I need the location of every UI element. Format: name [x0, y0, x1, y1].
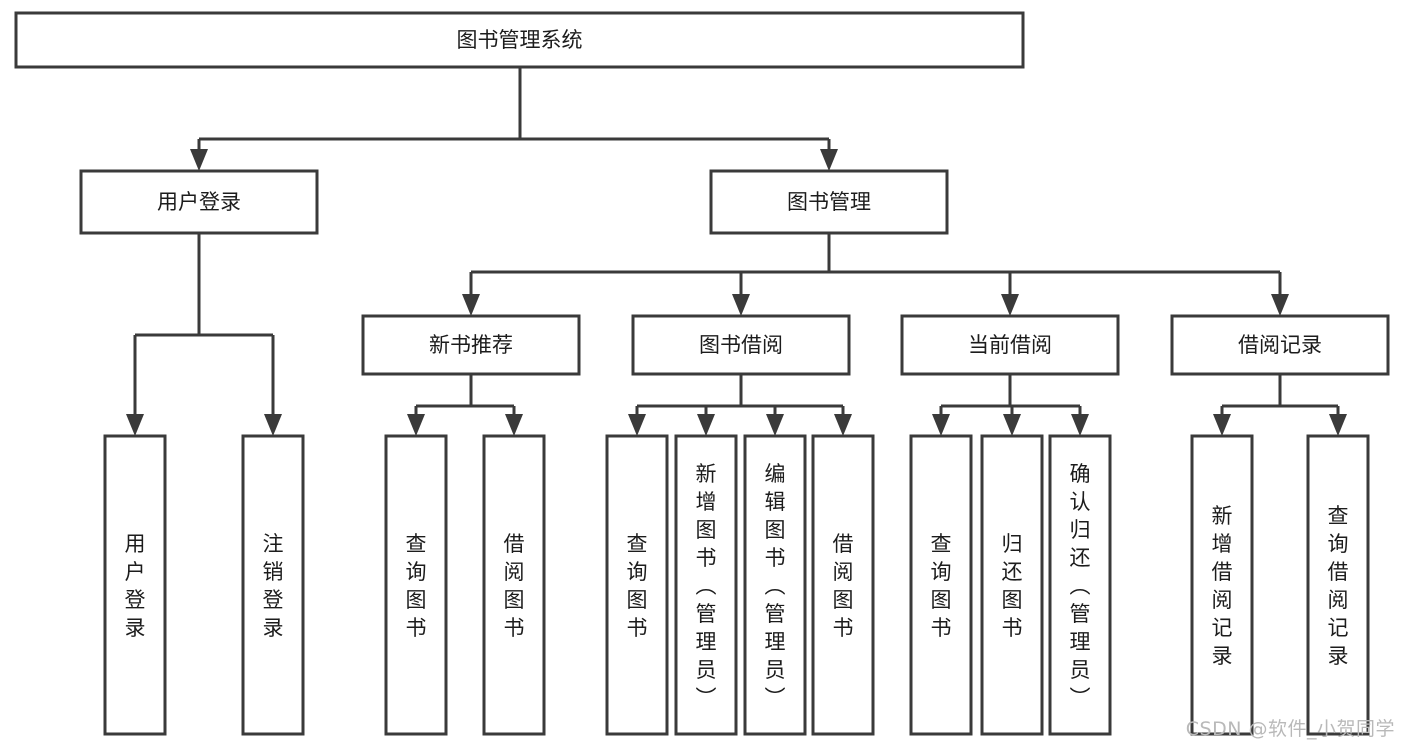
- arrow-head-icon: [732, 294, 750, 316]
- node-label-leaf-borrow-book-1: 借阅图书: [504, 532, 525, 640]
- node-label-new-book-recommend: 新书推荐: [429, 333, 513, 357]
- node-box-leaf-add-book: [674, 434, 738, 736]
- arrow-head-icon: [264, 414, 282, 436]
- connector-bookborrow-to-leaves: [628, 374, 852, 436]
- node-label-leaf-edit-book: 编辑图书︵管理员︶: [765, 462, 786, 710]
- arrow-head-icon: [932, 414, 950, 436]
- connector-layer: [126, 67, 1347, 436]
- node-box-leaf-borrow-book-1: [482, 434, 546, 736]
- arrow-head-icon: [407, 414, 425, 436]
- node-current-borrow[interactable]: 当前借阅: [900, 314, 1120, 376]
- arrow-head-icon: [1071, 414, 1089, 436]
- arrow-head-icon: [834, 414, 852, 436]
- node-leaf-query-book-1[interactable]: 查询图书: [384, 434, 448, 736]
- node-label-book-borrow: 图书借阅: [699, 333, 783, 357]
- connector-currentborrow-to-leaves: [932, 374, 1089, 436]
- node-box-leaf-edit-book: [743, 434, 807, 736]
- node-leaf-return-book[interactable]: 归还图书: [980, 434, 1044, 736]
- arrow-head-icon: [1213, 414, 1231, 436]
- node-box-borrow-record: [1170, 314, 1390, 376]
- node-leaf-edit-book[interactable]: 编辑图书︵管理员︶: [743, 434, 807, 736]
- node-box-leaf-query-book-3: [909, 434, 973, 736]
- node-label-leaf-return-book: 归还图书: [1002, 532, 1023, 640]
- node-new-book-recommend[interactable]: 新书推荐: [361, 314, 581, 376]
- node-leaf-add-book[interactable]: 新增图书︵管理员︶: [674, 434, 738, 736]
- arrow-head-icon: [820, 149, 838, 171]
- connector-root-to-level2: [190, 67, 838, 171]
- arrow-head-icon: [1271, 294, 1289, 316]
- arrow-head-icon: [697, 414, 715, 436]
- node-leaf-borrow-book-1[interactable]: 借阅图书: [482, 434, 546, 736]
- arrow-head-icon: [462, 294, 480, 316]
- arrow-head-icon: [505, 414, 523, 436]
- node-label-leaf-user-login: 用户登录: [125, 532, 146, 640]
- node-label-leaf-borrow-book-2: 借阅图书: [833, 532, 854, 640]
- node-layer: 图书管理系统用户登录图书管理新书推荐图书借阅当前借阅借阅记录用户登录注销登录查询…: [14, 11, 1390, 736]
- node-box-leaf-query-book-2: [605, 434, 669, 736]
- node-label-user-login: 用户登录: [157, 190, 241, 214]
- node-box-leaf-query-record: [1306, 434, 1370, 736]
- node-label-root: 图书管理系统: [457, 28, 583, 52]
- node-leaf-borrow-book-2[interactable]: 借阅图书: [811, 434, 875, 736]
- arrow-head-icon: [1001, 294, 1019, 316]
- node-label-leaf-query-record: 查询借阅记录: [1328, 504, 1349, 668]
- node-box-book-borrow: [631, 314, 851, 376]
- node-label-leaf-query-book-1: 查询图书: [406, 532, 427, 640]
- node-box-leaf-add-record: [1190, 434, 1254, 736]
- node-box-leaf-borrow-book-2: [811, 434, 875, 736]
- node-label-leaf-query-book-3: 查询图书: [931, 532, 952, 640]
- connector-newbook-to-leaves: [407, 374, 523, 436]
- node-root[interactable]: 图书管理系统: [14, 11, 1025, 69]
- node-label-leaf-confirm-return: 确认归还︵管理员︶: [1070, 462, 1091, 710]
- node-book-manage[interactable]: 图书管理: [709, 169, 949, 235]
- node-user-login[interactable]: 用户登录: [79, 169, 319, 235]
- node-leaf-query-book-3[interactable]: 查询图书: [909, 434, 973, 736]
- node-label-book-manage: 图书管理: [787, 190, 871, 214]
- node-label-leaf-logout: 注销登录: [263, 532, 284, 640]
- node-leaf-query-book-2[interactable]: 查询图书: [605, 434, 669, 736]
- arrow-head-icon: [1329, 414, 1347, 436]
- arrow-head-icon: [126, 414, 144, 436]
- node-box-book-manage: [709, 169, 949, 235]
- node-leaf-add-record[interactable]: 新增借阅记录: [1190, 434, 1254, 736]
- node-box-leaf-logout: [241, 434, 305, 736]
- node-label-leaf-add-record: 新增借阅记录: [1212, 504, 1233, 668]
- node-box-current-borrow: [900, 314, 1120, 376]
- arrow-head-icon: [628, 414, 646, 436]
- arrow-head-icon: [1003, 414, 1021, 436]
- node-leaf-query-record[interactable]: 查询借阅记录: [1306, 434, 1370, 736]
- connector-bookmanage-to-level3: [462, 233, 1289, 316]
- node-box-leaf-user-login: [103, 434, 167, 736]
- node-leaf-confirm-return[interactable]: 确认归还︵管理员︶: [1048, 434, 1112, 736]
- node-borrow-record[interactable]: 借阅记录: [1170, 314, 1390, 376]
- node-label-current-borrow: 当前借阅: [968, 333, 1052, 357]
- node-label-leaf-add-book: 新增图书︵管理员︶: [696, 462, 717, 710]
- node-label-leaf-query-book-2: 查询图书: [627, 532, 648, 640]
- node-box-leaf-confirm-return: [1048, 434, 1112, 736]
- node-label-borrow-record: 借阅记录: [1238, 333, 1322, 357]
- node-book-borrow[interactable]: 图书借阅: [631, 314, 851, 376]
- node-leaf-user-login[interactable]: 用户登录: [103, 434, 167, 736]
- node-box-leaf-return-book: [980, 434, 1044, 736]
- connector-borrowrecord-to-leaves: [1213, 374, 1347, 436]
- node-box-user-login: [79, 169, 319, 235]
- connector-userlogin-to-leaves: [126, 233, 282, 436]
- node-box-new-book-recommend: [361, 314, 581, 376]
- node-box-root: [14, 11, 1025, 69]
- node-leaf-logout[interactable]: 注销登录: [241, 434, 305, 736]
- arrow-head-icon: [190, 149, 208, 171]
- arrow-head-icon: [766, 414, 784, 436]
- node-box-leaf-query-book-1: [384, 434, 448, 736]
